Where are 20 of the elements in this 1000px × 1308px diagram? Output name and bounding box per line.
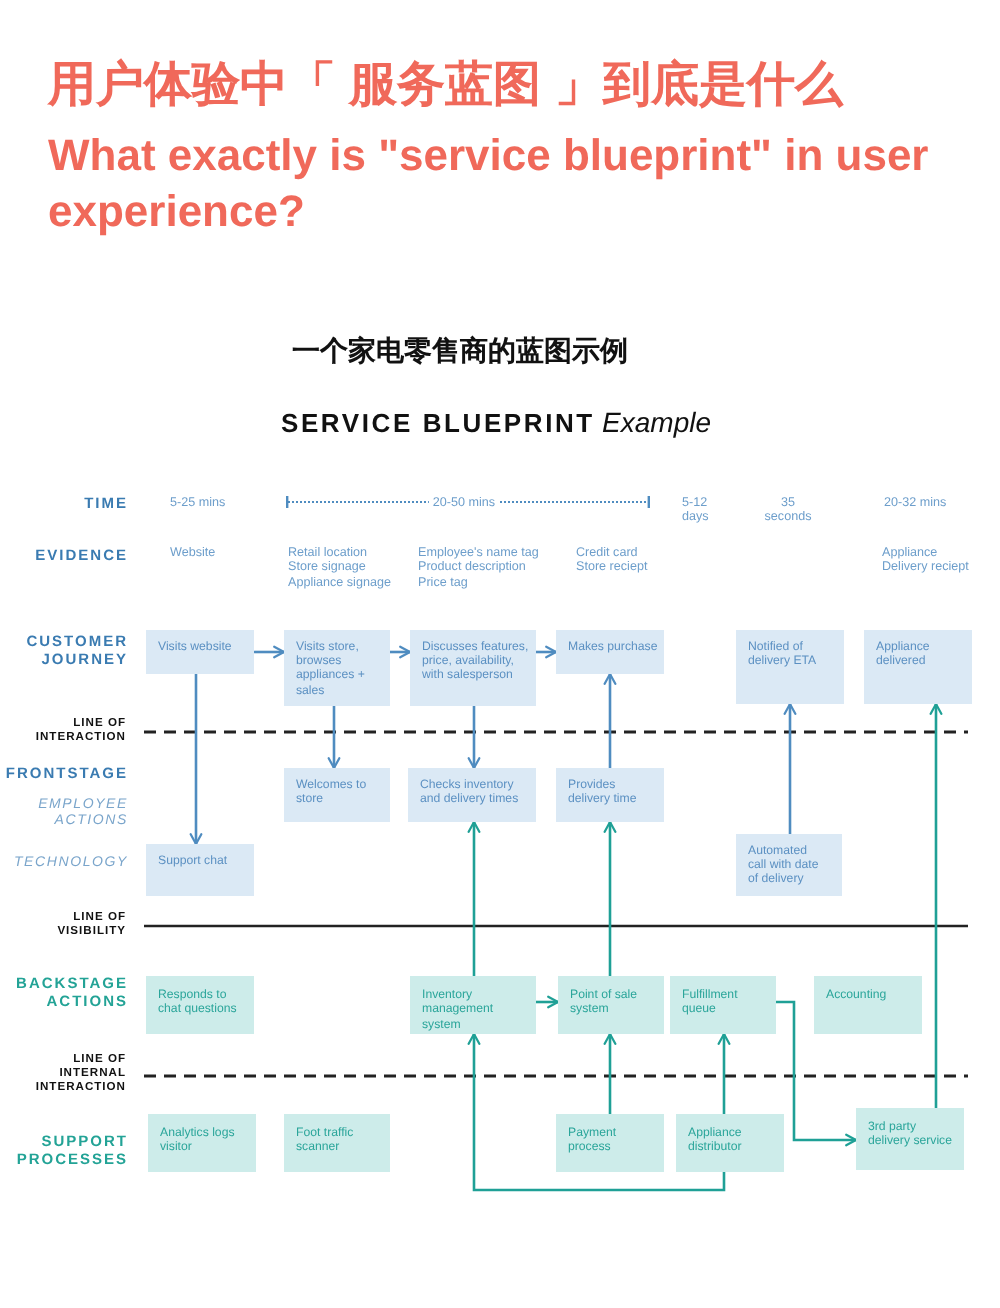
arrow xyxy=(776,1000,858,1147)
arrow xyxy=(536,645,558,659)
arrow xyxy=(717,1032,731,1114)
arrow xyxy=(603,1032,617,1114)
arrow xyxy=(254,645,286,659)
arrow xyxy=(536,995,560,1009)
arrow xyxy=(390,645,412,659)
heading: 用户体验中「 服务蓝图 」到底是什么 xyxy=(48,58,843,114)
arrow xyxy=(603,672,617,768)
arrow xyxy=(189,674,203,846)
heading: What exactly is "service blueprint" in user experience? xyxy=(48,128,931,240)
arrow xyxy=(467,706,481,770)
subheading: 一个家电零售商的蓝图示例 xyxy=(290,332,630,368)
arrow xyxy=(327,706,341,770)
arrow xyxy=(603,820,617,976)
arrow xyxy=(467,820,481,976)
arrow xyxy=(467,1032,726,1192)
subheading: SERVICE BLUEPRINT Example xyxy=(280,406,712,440)
arrow xyxy=(783,702,797,834)
arrow xyxy=(929,702,943,1108)
